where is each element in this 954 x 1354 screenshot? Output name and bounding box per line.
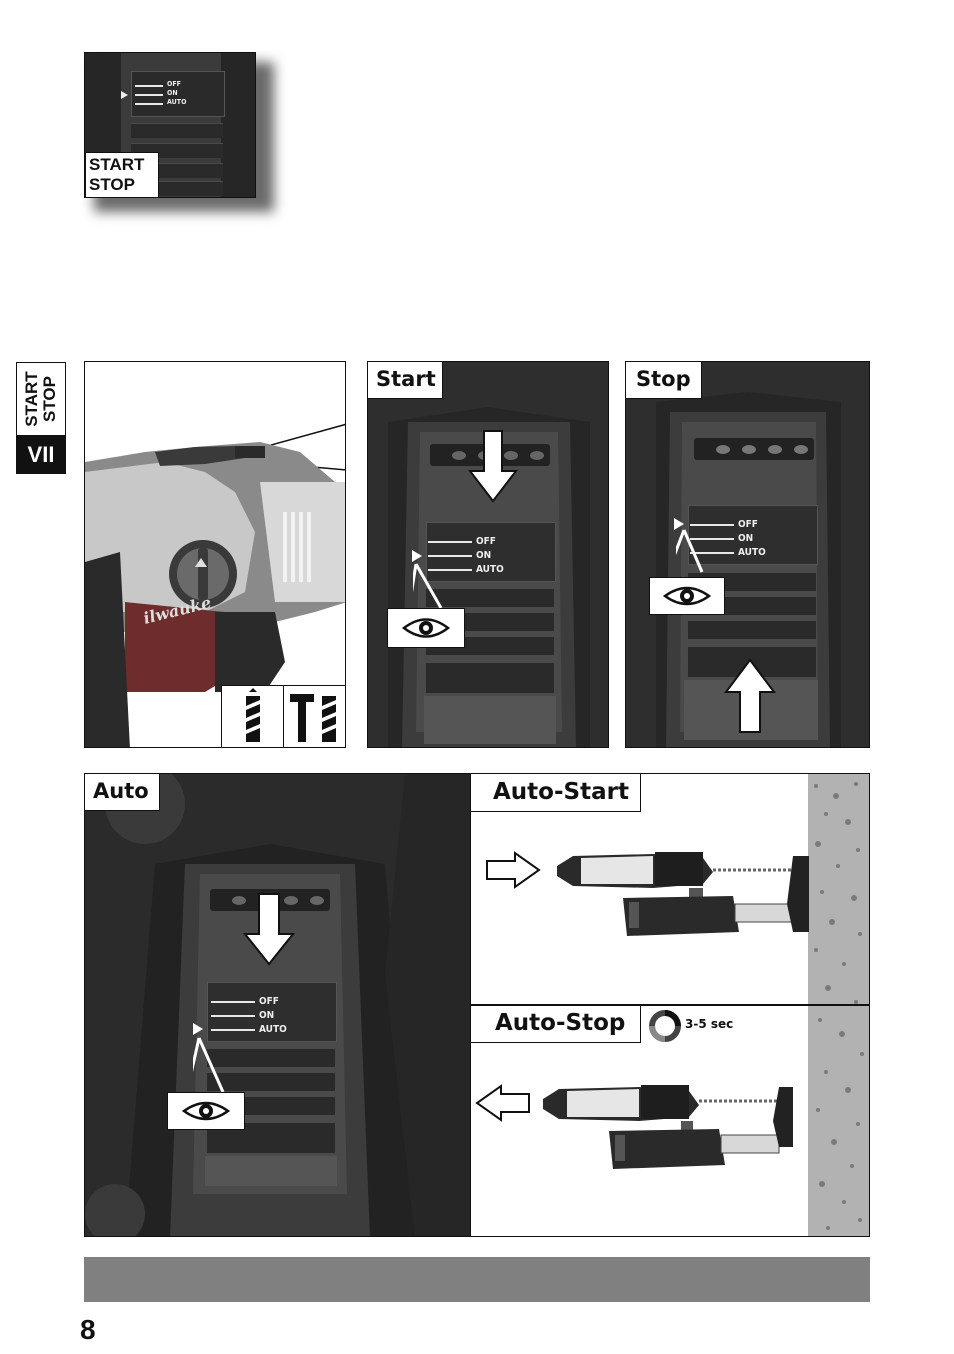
switch-label-plate [207,982,337,1042]
position-pointer-icon [412,550,422,562]
auto-panel: OFF ON AUTO Auto [84,773,471,1237]
rotary-hammer-illustration: ilwauke [85,423,345,747]
switch-label-auto: AUTO [167,98,187,106]
switch-label-off: OFF [259,996,279,1007]
hammer-with-dust-extractor-icon [539,1077,799,1181]
switch-label-on: ON [167,89,178,97]
eye-icon [387,608,465,648]
section-tab-stop: STOP [40,376,59,422]
led-indicator-strip [694,438,814,460]
start-tag: Start [368,362,443,399]
timer-duration: 3-5 sec [685,1017,734,1031]
eye-icon [649,577,725,615]
auto-start-tag: Auto-Start [471,774,641,812]
start-panel: OFF ON AUTO Start [367,361,609,748]
stop-panel: OFF ON AUTO Stop [625,361,870,748]
position-pointer-icon [121,91,128,99]
switch-label-plate [426,522,556,582]
section-number: VII [16,436,66,474]
drill-mode-icon [221,685,284,747]
switch-label-plate [688,505,818,565]
position-pointer-icon [193,1023,203,1035]
down-arrow-icon [242,892,296,972]
switch-label-auto: AUTO [476,564,504,575]
hammer-with-dust-extractor-icon [553,844,813,948]
switch-label-auto: AUTO [259,1024,287,1035]
switch-label-auto: AUTO [738,547,766,558]
right-arrow-outline-icon [485,851,541,893]
switch-label-on: ON [259,1010,275,1021]
section-tab-start: START [22,371,41,427]
down-arrow-icon [467,429,519,508]
up-arrow-icon [724,658,776,738]
eye-icon [167,1092,245,1130]
timer-icon [649,1010,681,1046]
start-stop-tag: START STOP [85,152,159,197]
position-pointer-icon [674,518,684,530]
switch-label-on: ON [738,533,754,544]
footer-bar [84,1257,870,1302]
switch-thumbnail: OFF ON AUTO START STOP [84,52,256,198]
left-arrow-outline-icon [475,1084,531,1126]
page-number: 8 [80,1314,96,1345]
auto-stop-tag: Auto-Stop [471,1006,641,1043]
hammer-drill-mode-icon [283,685,345,747]
switch-label-off: OFF [738,519,758,530]
switch-label-off: OFF [167,80,181,88]
switch-label-off: OFF [476,536,496,547]
stop-tag: Stop [626,362,702,399]
section-tab: START STOP VII [16,362,66,474]
switch-label-on: ON [476,550,492,561]
tool-overview-panel: ilwauke [84,361,346,748]
auto-sequence-panel: Auto-Start Auto-Stop 3-5 sec [470,773,870,1237]
auto-tag: Auto [85,774,160,811]
